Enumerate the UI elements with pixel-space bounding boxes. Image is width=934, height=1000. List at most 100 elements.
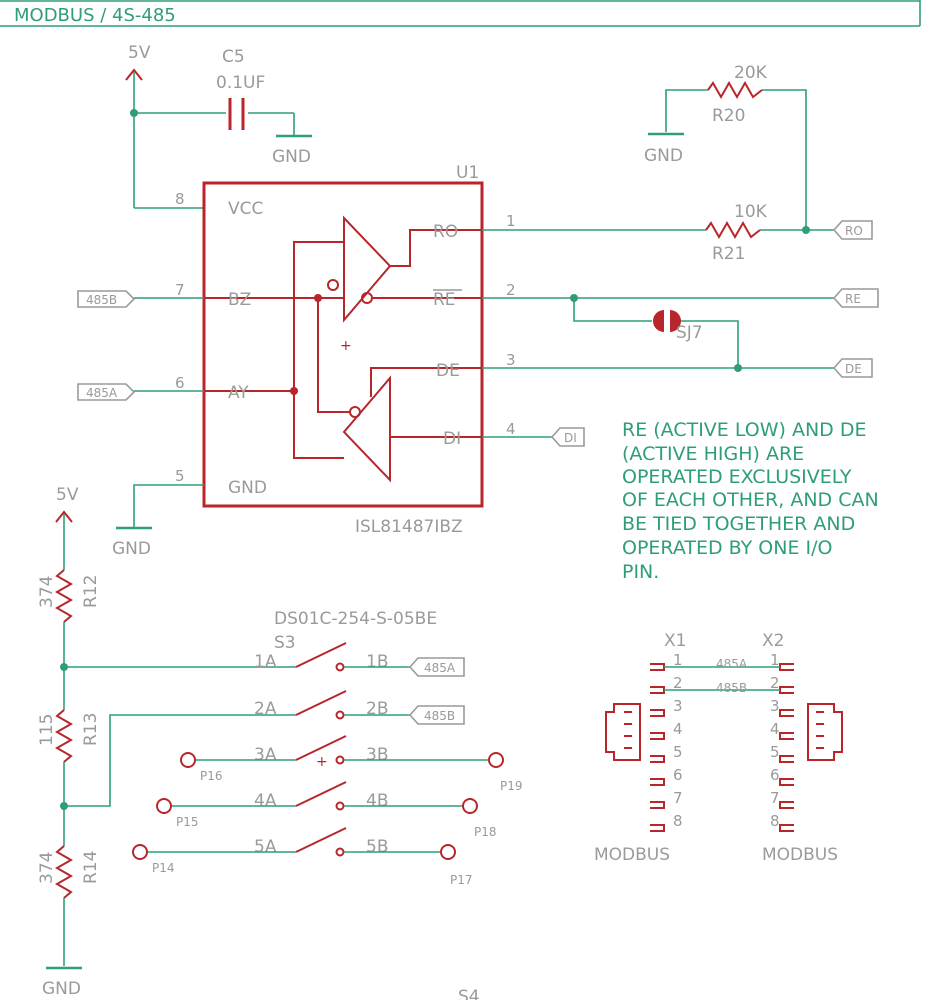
switch-pin-3b: 3B [366, 745, 388, 765]
net-flag-de: DE [832, 358, 873, 378]
gnd-label-r14: GND [42, 979, 81, 999]
vcc-arrow-icon [55, 510, 73, 523]
net-flag-485a: 485A [77, 383, 136, 401]
pin-num-8: 8 [175, 190, 185, 208]
svg-text:2: 2 [770, 674, 780, 692]
r21-name: R21 [712, 244, 745, 264]
pad-label-p18: P18 [474, 825, 497, 839]
pad-label-p16: P16 [200, 769, 223, 783]
pad-p16 [180, 752, 196, 768]
ic-part: ISL81487IBZ [355, 517, 463, 537]
dip-switch-s3 [295, 642, 347, 857]
gnd-label-r20: GND [644, 146, 683, 166]
gnd-label-c5: GND [272, 147, 311, 167]
svg-text:6: 6 [770, 766, 780, 784]
svg-text:RE: RE [845, 292, 861, 306]
svg-text:3: 3 [673, 697, 683, 715]
r20-value: 20K [734, 63, 768, 83]
switch-pin-3a: 3A [254, 745, 277, 765]
r13-name: R13 [81, 713, 101, 746]
gnd-label-ic: GND [112, 539, 151, 559]
pad-p17 [440, 844, 456, 860]
pin-num-4: 4 [506, 420, 516, 438]
pin-name-vcc: VCC [228, 199, 263, 219]
sj7-name: SJ7 [676, 323, 703, 343]
pin-name-ro: RO [433, 222, 458, 242]
net-flag-485b: 485B [77, 290, 136, 308]
r21-value: 10K [734, 202, 768, 222]
r12-value: 374 [37, 576, 57, 608]
switch-pin-5b: 5B [366, 837, 388, 857]
connector-wire-485a: 485A [716, 657, 748, 671]
switch-pin-2b: 2B [366, 699, 388, 719]
svg-text:485B: 485B [424, 709, 455, 723]
switch-pin-4b: 4B [366, 791, 388, 811]
r20-name: R20 [712, 106, 745, 126]
net-flag-di: DI [550, 427, 585, 447]
svg-text:RO: RO [845, 224, 863, 238]
net-flag-485a-switch: 485A [408, 657, 465, 677]
vcc-label-bottom: 5V [56, 485, 79, 505]
resistor-r14 [54, 845, 74, 899]
ic-name: U1 [456, 163, 479, 183]
svg-text:2: 2 [673, 674, 683, 692]
pin-num-6: 6 [175, 374, 185, 392]
connector-wire-485b: 485B [716, 681, 747, 695]
pad-p18 [462, 798, 478, 814]
svg-text:+: + [340, 338, 352, 354]
switch-pin-1b: 1B [366, 652, 388, 672]
pin-name-de: DE [436, 361, 460, 381]
pin-num-3: 3 [506, 351, 516, 369]
pin-name-re: RE [433, 290, 456, 310]
svg-text:OPERATED EXCLUSIVELY: OPERATED EXCLUSIVELY [622, 466, 852, 488]
x2-pin-numbers: 1 2 3 4 5 6 7 8 [770, 651, 780, 830]
svg-text:485A: 485A [86, 386, 118, 400]
c5-name: C5 [222, 47, 245, 67]
switch-part: DS01C-254-S-05BE [274, 609, 437, 629]
junction [734, 364, 742, 372]
r14-name: R14 [81, 851, 101, 884]
pad-p19 [488, 752, 504, 768]
svg-text:8: 8 [673, 812, 683, 830]
switch-pin-2a: 2A [254, 699, 277, 719]
pad-p15 [156, 798, 172, 814]
x1-pin-numbers: 1 2 3 4 5 6 7 8 [673, 651, 683, 830]
svg-text:4: 4 [673, 720, 683, 738]
svg-text:3: 3 [770, 697, 780, 715]
svg-text:1: 1 [673, 651, 683, 669]
pin-name-bz: BZ [228, 290, 251, 310]
pad-label-p14: P14 [152, 861, 175, 875]
x2-value: MODBUS [762, 845, 838, 865]
net-flag-ro: RO [832, 220, 873, 240]
pin-name-ay: AY [228, 383, 249, 403]
pin-num-7: 7 [175, 281, 185, 299]
svg-text:RE (ACTIVE LOW) AND DE: RE (ACTIVE LOW) AND DE [622, 419, 866, 441]
svg-text:5: 5 [673, 743, 683, 761]
pad-label-p17: P17 [450, 873, 473, 887]
pad-label-p15: P15 [176, 815, 199, 829]
svg-text:485A: 485A [424, 661, 456, 675]
svg-text:8: 8 [770, 812, 780, 830]
x2-name: X2 [762, 631, 784, 651]
resistor-r12 [54, 569, 74, 623]
svg-text:7: 7 [770, 789, 780, 807]
connector-x2 [779, 663, 843, 832]
net-flag-485b-switch: 485B [408, 705, 465, 725]
svg-text:BE TIED TOGETHER AND: BE TIED TOGETHER AND [622, 513, 855, 535]
solder-jumper-sj7 [653, 310, 681, 332]
resistor-r21 [705, 220, 761, 240]
x1-name: X1 [664, 631, 686, 651]
pin-num-1: 1 [506, 212, 516, 230]
svg-text:PIN.: PIN. [622, 561, 659, 583]
svg-text:4: 4 [770, 720, 780, 738]
switch-pin-1a: 1A [254, 652, 277, 672]
svg-text:5: 5 [770, 743, 780, 761]
pad-label-p19: P19 [500, 779, 523, 793]
origin-cross: + [316, 754, 328, 770]
pad-p14 [132, 844, 148, 860]
svg-text:6: 6 [673, 766, 683, 784]
svg-text:OPERATED BY ONE I/O: OPERATED BY ONE I/O [622, 537, 832, 559]
svg-text:7: 7 [673, 789, 683, 807]
ic-u1: + [202, 181, 484, 508]
